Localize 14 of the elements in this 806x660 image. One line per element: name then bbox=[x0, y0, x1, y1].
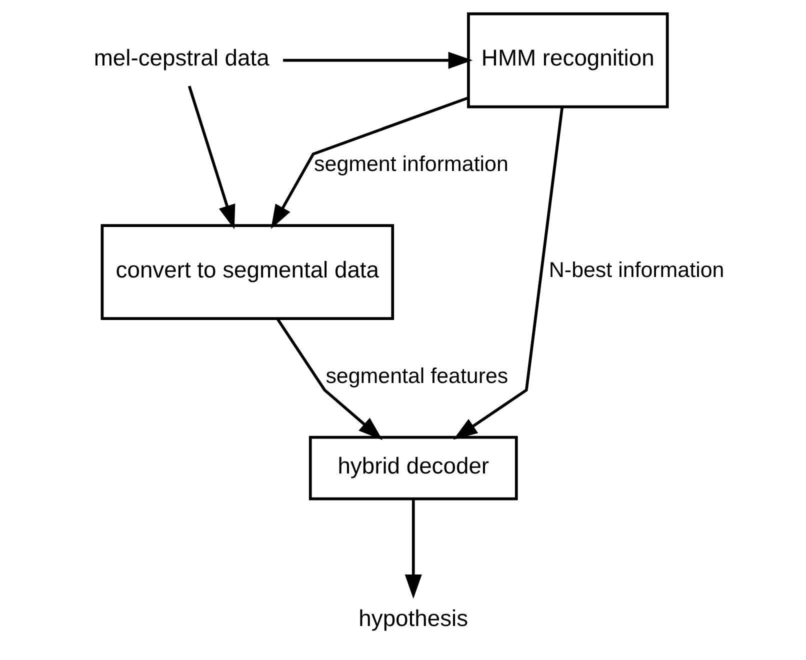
node-box: convert to segmental data bbox=[100, 224, 394, 320]
arrow bbox=[453, 107, 564, 440]
edge-label: segmental features bbox=[326, 364, 508, 388]
arrow bbox=[404, 499, 422, 599]
arrow bbox=[283, 52, 473, 69]
arrow bbox=[188, 86, 236, 230]
edge-label: N-best information bbox=[548, 258, 724, 282]
node-text: hypothesis bbox=[358, 604, 468, 631]
node-box: HMM recognition bbox=[467, 12, 669, 108]
arrow bbox=[270, 96, 469, 229]
node-text: mel-cepstral data bbox=[94, 44, 270, 71]
edge-label: segment information bbox=[314, 152, 508, 176]
node-box: hybrid decoder bbox=[308, 436, 518, 500]
arrow bbox=[276, 318, 383, 440]
